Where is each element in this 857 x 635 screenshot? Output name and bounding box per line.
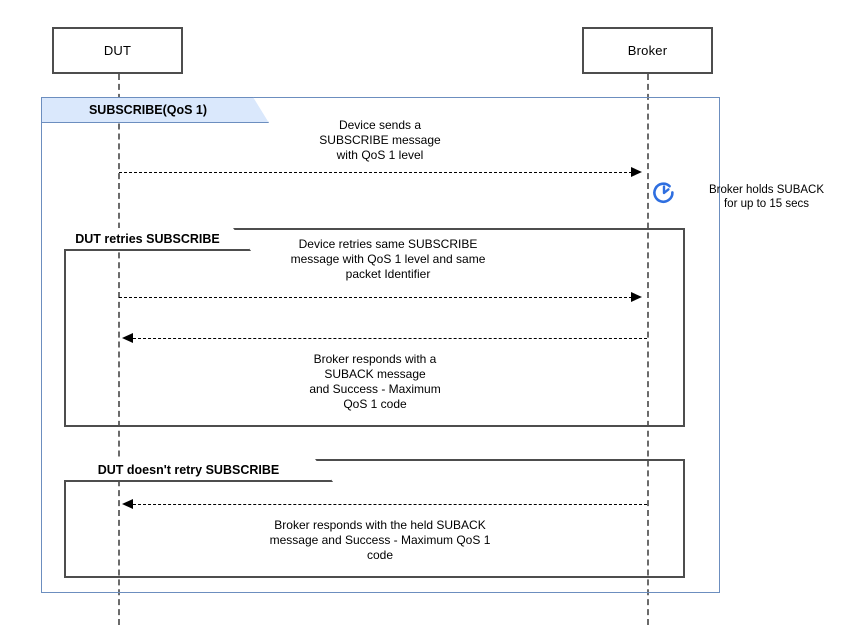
message-arrowhead-m1: [631, 167, 642, 177]
outer-frame-label-text: SUBSCRIBE(QoS 1): [88, 103, 208, 117]
message-text-m2: Device retries same SUBSCRIBE message wi…: [290, 237, 486, 281]
message-line-m2: [119, 297, 632, 298]
message-text-m1: Device sends a SUBSCRIBE message with Qo…: [319, 118, 441, 162]
fragment-dut-retries-subscribe: [64, 228, 685, 427]
message-arrowhead-m2: [631, 292, 642, 302]
fragment-label-text-retry: DUT retries SUBSCRIBE: [75, 231, 220, 246]
message-arrowhead-m3: [122, 333, 133, 343]
lifeline-broker: [647, 74, 649, 625]
timer-icon: [650, 179, 678, 207]
message-line-m4: [133, 504, 647, 505]
message-line-m1: [119, 172, 632, 173]
participant-label-dut: DUT: [103, 43, 132, 58]
fragment-label-dut-retries-subscribe: DUT retries SUBSCRIBE: [64, 228, 251, 251]
participant-box-dut[interactable]: DUT: [52, 27, 183, 74]
message-text-m4: Broker responds with the held SUBACK mes…: [269, 518, 491, 562]
participant-label-broker: Broker: [627, 43, 668, 58]
outer-frame-label: SUBSCRIBE(QoS 1): [41, 97, 269, 123]
message-line-m3: [133, 338, 647, 339]
fragment-label-text-no-retry: DUT doesn't retry SUBSCRIBE: [97, 462, 280, 477]
participant-box-broker[interactable]: Broker: [582, 27, 713, 74]
note-text-broker-holds: Broker holds SUBACK for up to 15 secs: [708, 184, 825, 210]
lifeline-dut: [118, 74, 120, 625]
message-text-m3: Broker responds with a SUBACK message an…: [309, 352, 441, 411]
message-arrowhead-m4: [122, 499, 133, 509]
outer-frame-subscribe: [41, 97, 720, 593]
fragment-dut-doesnt-retry-subscribe: [64, 459, 685, 578]
fragment-label-dut-doesnt-retry-subscribe: DUT doesn't retry SUBSCRIBE: [64, 459, 333, 482]
